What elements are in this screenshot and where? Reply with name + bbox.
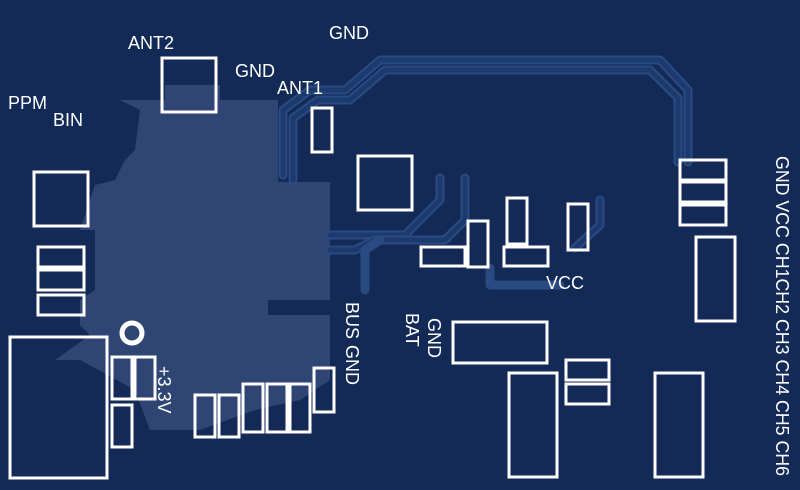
pad-33v-3 xyxy=(110,403,134,449)
label-bus: BUS xyxy=(342,302,362,339)
traces xyxy=(278,55,693,295)
pad-ppm-1 xyxy=(36,245,86,269)
pad-33v-2 xyxy=(133,355,157,401)
pad-vcc-4 xyxy=(502,245,550,268)
label-33v: +3.3V xyxy=(154,366,174,414)
pad-bin xyxy=(32,170,90,228)
silkscreen-labels: ANT2 GND GND ANT1 PPM BIN VCC BUS GND GN… xyxy=(8,23,792,476)
label-bin: BIN xyxy=(53,110,83,130)
label-ant1: ANT1 xyxy=(277,78,323,98)
pad-ant2 xyxy=(160,56,218,114)
via xyxy=(119,320,145,346)
label-right-header: GND VCC CH1CH2 CH3 CH4 CH5 CH6 xyxy=(772,156,792,476)
pad-chip xyxy=(356,154,414,212)
pad-bus-2 xyxy=(217,393,241,439)
pad-cap-4 xyxy=(653,371,705,479)
pad-hdr-2 xyxy=(678,180,728,204)
pad-bat xyxy=(451,320,549,365)
pad-cap-3 xyxy=(564,382,611,406)
pad-bus-5 xyxy=(288,382,312,434)
pad-bus-3 xyxy=(241,382,265,434)
label-gnd-top: GND xyxy=(329,23,369,43)
pad-cap-2 xyxy=(564,358,611,382)
label-bus-gnd: GND xyxy=(342,345,362,385)
label-gnd-mid: GND xyxy=(235,61,275,81)
copper-pour xyxy=(55,85,330,430)
pad-hdr-4 xyxy=(694,235,737,323)
pad-ppm-2 xyxy=(36,268,86,292)
pad-bus-6 xyxy=(312,366,336,414)
label-bat: BAT xyxy=(402,313,422,347)
pad-hdr-3 xyxy=(678,203,728,227)
pad-vcc-5 xyxy=(566,202,590,252)
label-ppm: PPM xyxy=(8,93,47,113)
pad-bus-4 xyxy=(265,382,289,434)
pad-33v-1 xyxy=(110,355,134,401)
pad-ppm-3 xyxy=(36,293,86,317)
pads xyxy=(8,56,737,480)
pad-vcc-2 xyxy=(466,219,490,269)
pad-ant1 xyxy=(310,106,334,154)
pad-bus-1 xyxy=(193,393,217,439)
label-vcc: VCC xyxy=(546,273,584,293)
pad-hdr-1 xyxy=(678,158,728,182)
label-ant2: ANT2 xyxy=(128,33,174,53)
pad-vcc-1 xyxy=(419,245,467,268)
pad-cap-1 xyxy=(507,371,559,479)
pad-usb xyxy=(8,335,109,480)
label-gnd-bat: GND xyxy=(424,318,444,358)
pad-vcc-3 xyxy=(505,196,529,246)
